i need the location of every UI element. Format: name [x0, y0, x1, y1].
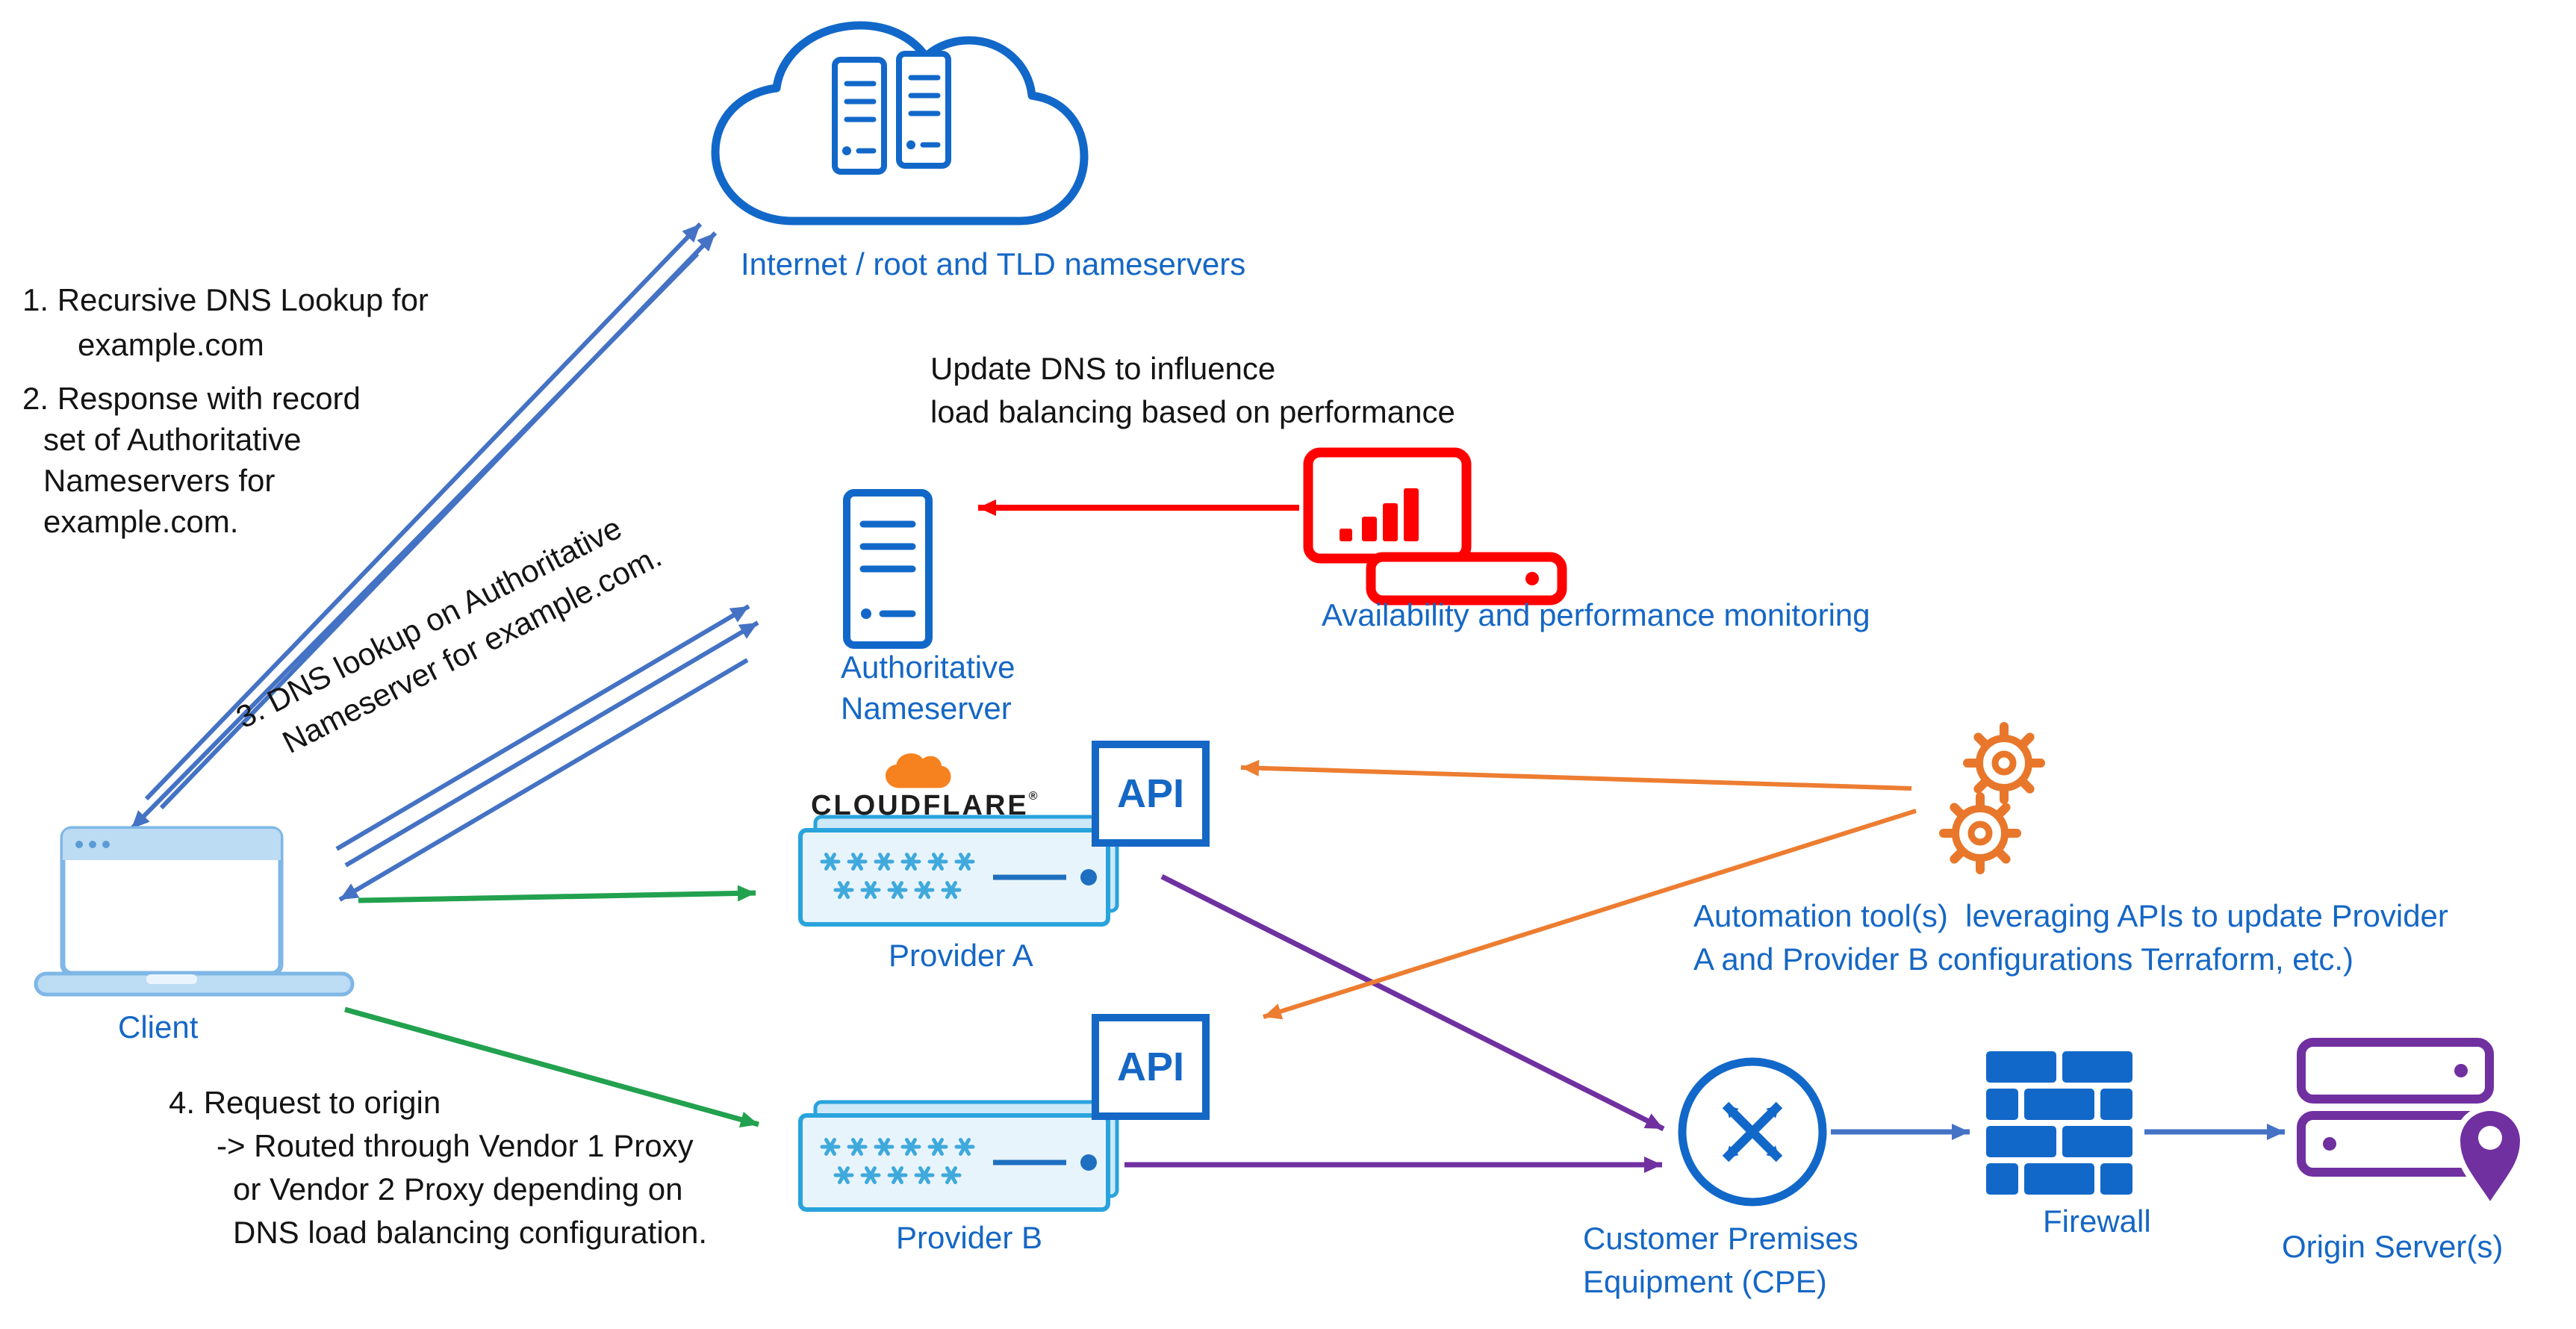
arrow-client-to-nameserver-2 — [344, 620, 759, 868]
step2-annotation: 2. Response with record set of Authorita… — [22, 378, 361, 542]
firewall-icon — [1986, 1051, 2132, 1195]
arrow-automation-to-api-b — [1263, 809, 1917, 1020]
provider-a-label: Provider A — [889, 938, 1033, 973]
step1-line2: example.com — [78, 327, 264, 362]
firewall-label: Firewall — [2043, 1204, 2151, 1239]
arrows-automation-apis — [1240, 759, 1917, 1020]
provider-b-api-label: API — [1116, 1045, 1185, 1089]
arrows-client-nameserver — [335, 604, 759, 902]
arrow-automation-to-api-a — [1240, 759, 1912, 791]
cloudflare-cloud-icon — [886, 753, 951, 788]
arrows-client-internet — [129, 222, 718, 831]
update-dns-line1: Update DNS to influence — [930, 351, 1276, 386]
client-laptop-icon — [34, 826, 355, 997]
provider-b-api-box: API — [1092, 1014, 1210, 1120]
location-pin-icon — [2454, 1105, 2527, 1213]
arrow-client-to-provider-b — [344, 1006, 759, 1128]
client-label: Client — [118, 1009, 199, 1045]
cloudflare-wordmark: CLOUDFLARE — [811, 790, 1029, 821]
arrow-provider-a-to-cpe — [1160, 874, 1665, 1132]
step2-line2: set of Authoritative — [43, 422, 302, 457]
step2-line4: example.com. — [43, 504, 239, 539]
arrow-client-to-nameserver-1 — [335, 604, 750, 851]
provider-b-appliance-icon — [800, 1102, 1117, 1210]
authoritative-nameserver-label-line2: Nameserver — [841, 691, 1012, 726]
automation-label-line2: A and Provider B configurations Terrafor… — [1693, 941, 2353, 977]
registered-trademark-symbol: ® — [1028, 790, 1038, 803]
provider-a-api-label: API — [1116, 771, 1185, 816]
cpe-router-icon — [1678, 1057, 1827, 1207]
step2-line1: 2. Response with record — [22, 381, 361, 416]
automation-label: Automation tool(s) leveraging APIs to up… — [1693, 894, 2448, 981]
step2-line3: Nameservers for — [43, 463, 276, 498]
automation-label-line1: Automation tool(s) leveraging APIs to up… — [1693, 898, 2448, 933]
step1-annotation: 1. Recursive DNS Lookup for example.com — [22, 278, 429, 367]
internet-label: Internet / root and TLD nameservers — [741, 246, 1246, 281]
automation-gears-icon — [1944, 726, 2041, 870]
cpe-label: Customer Premises Equipment (CPE) — [1583, 1217, 1858, 1304]
origin-servers-icon — [2297, 1038, 2527, 1213]
cloudflare-logo-text: CLOUDFLARE® — [811, 790, 1038, 822]
authoritative-nameserver-icon — [843, 489, 933, 649]
step4-line2: -> Routed through Vendor 1 Proxy — [217, 1128, 694, 1163]
cpe-label-line2: Equipment (CPE) — [1583, 1264, 1827, 1299]
step1-line1: 1. Recursive DNS Lookup for — [22, 282, 429, 317]
step4-line1: 4. Request to origin — [169, 1085, 441, 1120]
provider-a-appliance-icon — [800, 817, 1117, 924]
arrow-client-to-provider-a — [358, 885, 756, 903]
provider-a-api-box: API — [1092, 741, 1210, 847]
internet-cloud-icon — [715, 25, 1084, 221]
step4-line4: DNS load balancing configuration. — [233, 1215, 708, 1250]
monitoring-label: Availability and performance monitoring — [1322, 597, 1870, 632]
provider-b-label: Provider B — [896, 1220, 1043, 1255]
cpe-label-line1: Customer Premises — [1583, 1221, 1858, 1256]
arrows-client-providers — [344, 885, 759, 1128]
update-dns-line2: load balancing based on performance — [930, 394, 1455, 429]
arrows-providers-cpe — [1124, 874, 1665, 1173]
authoritative-nameserver-label: Authoritative Nameserver — [841, 647, 1015, 729]
update-dns-annotation: Update DNS to influence load balancing b… — [930, 347, 1455, 434]
arrow-client-to-internet-1 — [144, 222, 703, 801]
monitoring-icon — [1303, 447, 1567, 606]
origin-label: Origin Server(s) — [2282, 1229, 2504, 1264]
arrow-internet-to-client — [129, 252, 700, 831]
step4-line3: or Vendor 2 Proxy depending on — [233, 1171, 683, 1207]
arrow-nameserver-to-client — [338, 658, 749, 902]
authoritative-nameserver-label-line1: Authoritative — [841, 650, 1015, 685]
step4-annotation: 4. Request to origin -> Routed through V… — [169, 1081, 707, 1254]
